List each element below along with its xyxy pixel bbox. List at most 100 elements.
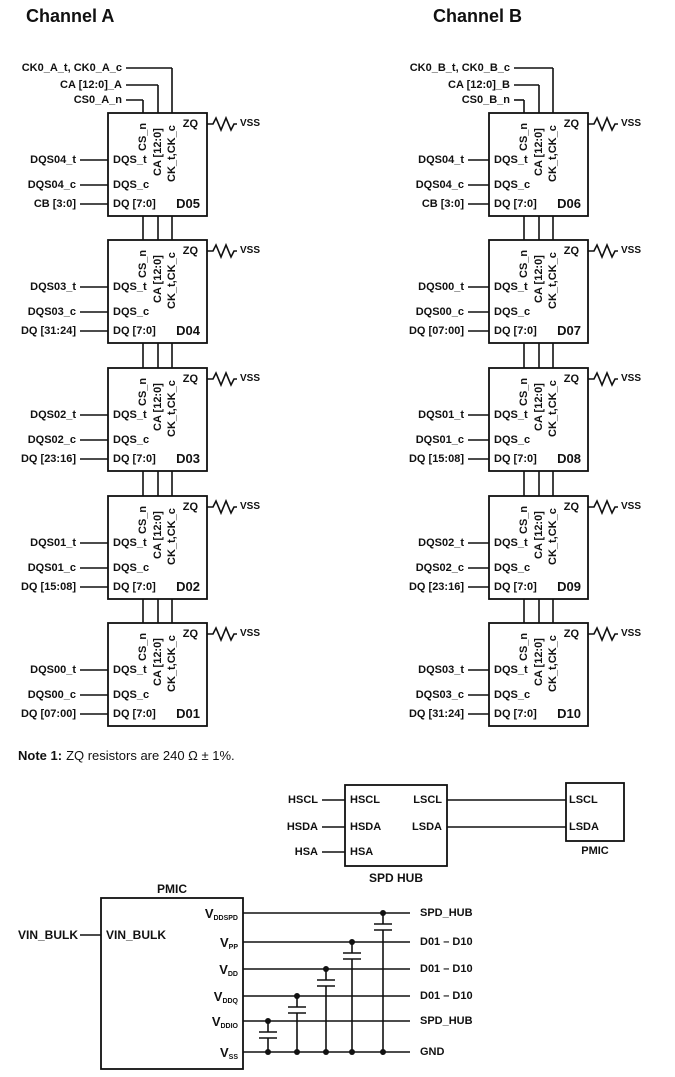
chip-top-pin-label: CA [12:0] bbox=[533, 128, 545, 176]
junction-dot bbox=[294, 993, 300, 999]
chip-left-pin-label: DQS_t bbox=[494, 154, 528, 166]
chip-top-pin-label: CK_t,CK_c bbox=[166, 125, 178, 182]
junction-dot bbox=[265, 1049, 271, 1055]
chip-left-pin-label: DQ [7:0] bbox=[494, 198, 537, 210]
spd-hub-box-label: SPD HUB bbox=[368, 871, 423, 885]
chip-left-pin-label: DQ [7:0] bbox=[494, 581, 537, 593]
vss-label: VSS bbox=[240, 501, 261, 512]
ext-signal-label: DQS04_t bbox=[418, 154, 464, 166]
chip-left-pin-label: DQS_t bbox=[494, 537, 528, 549]
ext-signal-label: DQS00_t bbox=[30, 664, 76, 676]
dram-chip-box bbox=[107, 622, 208, 727]
dram-chip-box bbox=[488, 622, 589, 727]
ext-signal-label: DQS02_c bbox=[27, 434, 76, 446]
hscl-signal-label: HSCL bbox=[288, 794, 318, 806]
chip-left-pin-label: DQ [7:0] bbox=[494, 708, 537, 720]
chip-left-pin-label: DQS_t bbox=[494, 409, 528, 421]
chip-top-pin-label: CK_t,CK_c bbox=[547, 125, 559, 182]
ext-signal-label: DQS01_t bbox=[418, 409, 464, 421]
ext-signal-label: DQ [15:08] bbox=[408, 453, 464, 465]
chip-top-pin-label: CK_t,CK_c bbox=[166, 252, 178, 309]
zq-resistor bbox=[207, 115, 237, 133]
zq-pin-label: ZQ bbox=[563, 628, 579, 640]
chip-left-pin-label: DQS_t bbox=[113, 409, 147, 421]
zq-resistor bbox=[588, 115, 618, 133]
pmic-power-box-label: PMIC bbox=[157, 882, 187, 896]
chip-left-pin-label: DQS_c bbox=[113, 434, 150, 446]
pmic-pin-vddspd: VDDSPD bbox=[204, 906, 238, 922]
rail-dest-gnd: GND bbox=[420, 1046, 445, 1058]
chip-id-label: D01 bbox=[176, 706, 200, 721]
dram-chip-box bbox=[107, 367, 208, 472]
chip-top-pin-label: CA [12:0] bbox=[152, 638, 164, 686]
top-signal-label: CA [12:0]_B bbox=[448, 79, 510, 91]
ext-signal-label: DQS03_t bbox=[418, 664, 464, 676]
chip-top-pin-label: CA [12:0] bbox=[533, 511, 545, 559]
top-signal-label: CS0_A_n bbox=[73, 94, 122, 106]
zq-pin-label: ZQ bbox=[563, 118, 579, 130]
ext-signal-label: DQS02_t bbox=[418, 537, 464, 549]
top-signal-label: CK0_B_t, CK0_B_c bbox=[409, 62, 510, 74]
ext-signal-label: DQS04_c bbox=[415, 179, 464, 191]
ext-signal-label: CB [3:0] bbox=[421, 198, 464, 210]
ext-signal-label: CB [3:0] bbox=[33, 198, 76, 210]
chip-top-pin-label: CK_t,CK_c bbox=[547, 635, 559, 692]
ext-signal-label: DQ [31:24] bbox=[408, 708, 464, 720]
ext-signal-label: DQS03_t bbox=[30, 281, 76, 293]
chip-left-pin-label: DQS_t bbox=[113, 154, 147, 166]
rail-dest-spd-hub-2: SPD_HUB bbox=[420, 1015, 473, 1027]
vss-label: VSS bbox=[621, 245, 642, 256]
chip-top-pin-label: CK_t,CK_c bbox=[166, 508, 178, 565]
note-label: Note 1: bbox=[18, 748, 63, 763]
chip-id-label: D02 bbox=[176, 579, 200, 594]
junction-dot bbox=[294, 1049, 300, 1055]
vss-label: VSS bbox=[621, 628, 642, 639]
chip-top-pin-label: CK_t,CK_c bbox=[547, 252, 559, 309]
chip-left-pin-label: DQS_t bbox=[494, 664, 528, 676]
pmic-pin-lsda: LSDA bbox=[569, 821, 599, 833]
chip-id-label: D08 bbox=[557, 451, 581, 466]
chip-left-pin-label: DQ [7:0] bbox=[113, 581, 156, 593]
zq-pin-label: ZQ bbox=[182, 118, 198, 130]
channel-b-title: Channel B bbox=[433, 6, 523, 26]
ext-signal-label: DQ [23:16] bbox=[20, 453, 76, 465]
zq-pin-label: ZQ bbox=[563, 501, 579, 513]
hsda-signal-label: HSDA bbox=[286, 821, 318, 833]
chip-top-pin-label: CA [12:0] bbox=[152, 255, 164, 303]
zq-resistor bbox=[588, 242, 618, 260]
vss-label: VSS bbox=[621, 118, 642, 129]
pmic-box bbox=[565, 782, 625, 842]
ext-signal-label: DQ [07:00] bbox=[408, 325, 464, 337]
pmic-pin-lscl: LSCL bbox=[569, 794, 598, 806]
ext-signal-label: DQS01_c bbox=[415, 434, 464, 446]
chip-top-pin-label: CA [12:0] bbox=[533, 638, 545, 686]
chip-left-pin-label: DQ [7:0] bbox=[494, 453, 537, 465]
junction-dot bbox=[380, 1049, 386, 1055]
pmic-pin-vddq: VDDQ bbox=[213, 989, 238, 1005]
zq-resistor bbox=[207, 498, 237, 516]
ext-signal-label: DQS04_t bbox=[30, 154, 76, 166]
chip-top-pin-label: CK_t,CK_c bbox=[166, 380, 178, 437]
chip-left-pin-label: DQS_c bbox=[113, 179, 150, 191]
vss-label: VSS bbox=[240, 628, 261, 639]
vss-label: VSS bbox=[621, 373, 642, 384]
junction-dot bbox=[265, 1018, 271, 1024]
chip-left-pin-label: DQ [7:0] bbox=[113, 325, 156, 337]
note-text: ZQ resistors are 240 Ω ± 1%. bbox=[66, 748, 235, 763]
chip-id-label: D07 bbox=[557, 323, 581, 338]
ext-signal-label: DQS04_c bbox=[27, 179, 76, 191]
note: Note 1:ZQ resistors are 240 Ω ± 1%. bbox=[18, 748, 235, 764]
vss-label: VSS bbox=[240, 118, 261, 129]
zq-pin-label: ZQ bbox=[182, 373, 198, 385]
chip-left-pin-label: DQS_t bbox=[113, 537, 147, 549]
spd-hub-box bbox=[344, 784, 448, 867]
ext-signal-label: DQ [31:24] bbox=[20, 325, 76, 337]
pmic-pin-vss: VSS bbox=[219, 1045, 238, 1061]
pmic-pin-vdd: VDD bbox=[219, 962, 238, 978]
ext-signal-label: DQS03_c bbox=[27, 306, 76, 318]
chip-left-pin-label: DQS_c bbox=[113, 689, 150, 701]
chip-top-pin-label: CA [12:0] bbox=[152, 511, 164, 559]
zq-resistor bbox=[207, 242, 237, 260]
junction-dot bbox=[349, 939, 355, 945]
